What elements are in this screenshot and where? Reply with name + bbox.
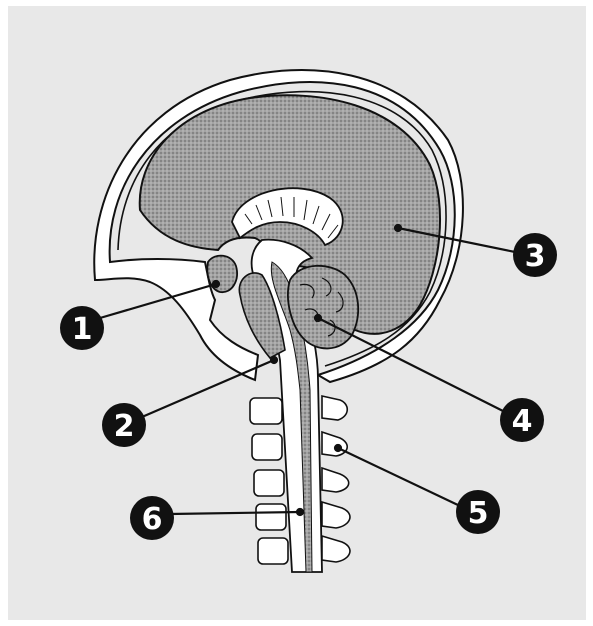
callout-3: 3 (513, 233, 557, 277)
callout-1: 1 (60, 306, 104, 350)
callout-5-label: 5 (468, 496, 489, 531)
callout-6: 6 (130, 496, 174, 540)
callout-6-label: 6 (142, 502, 163, 537)
callout-3-label: 3 (525, 239, 546, 274)
callout-1-label: 1 (72, 312, 93, 347)
callout-4-label: 4 (512, 404, 533, 439)
callout-5: 5 (456, 490, 500, 534)
pituitary (207, 256, 237, 293)
callout-2: 2 (102, 403, 146, 447)
callout-2-label: 2 (114, 409, 135, 444)
callout-4: 4 (500, 398, 544, 442)
